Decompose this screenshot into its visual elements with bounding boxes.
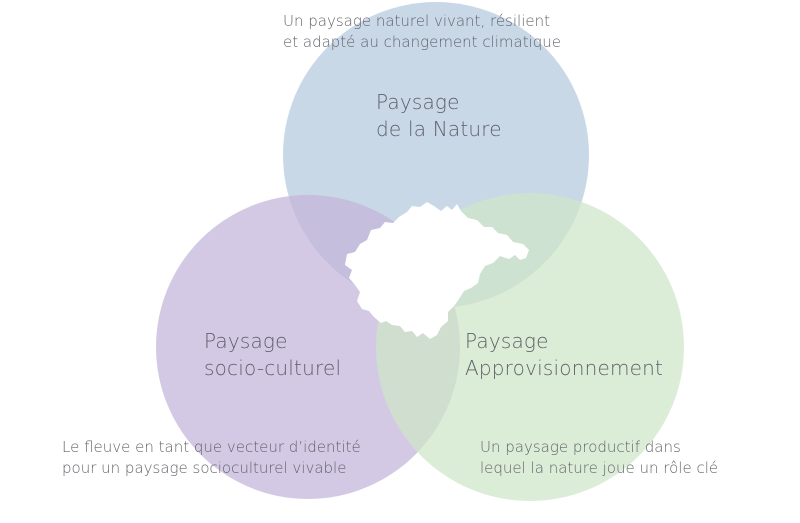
region-map-icon xyxy=(345,202,529,339)
nature-caption-line-1: Un paysage naturel vivant, résilient xyxy=(283,12,550,30)
nature-caption: Un paysage naturel vivant, résilient et … xyxy=(283,11,561,53)
approvisionnement-title-line-2: Approvisionnement xyxy=(465,356,664,380)
nature-title-line-1: Paysage xyxy=(376,90,460,114)
socio-culturel-caption-line-2: pour un paysage socioculturel vivable xyxy=(62,459,347,477)
approvisionnement-caption: Un paysage productif dans lequel la natu… xyxy=(480,437,718,479)
socio-culturel-title: Paysage socio-culturel xyxy=(204,328,341,382)
nature-title-line-2: de la Nature xyxy=(376,117,502,141)
approvisionnement-title-line-1: Paysage xyxy=(465,329,549,353)
nature-title: Paysage de la Nature xyxy=(376,89,502,143)
approvisionnement-title: Paysage Approvisionnement xyxy=(465,328,663,382)
approvisionnement-caption-line-1: Un paysage productif dans xyxy=(480,438,681,456)
socio-culturel-title-line-1: Paysage xyxy=(204,329,288,353)
socio-culturel-title-line-2: socio-culturel xyxy=(204,356,342,380)
socio-culturel-caption: Le fleuve en tant que vecteur d’identité… xyxy=(62,437,361,479)
approvisionnement-caption-line-2: lequel la nature joue un rôle clé xyxy=(480,459,719,477)
nature-caption-line-2: et adapté au changement climatique xyxy=(283,33,562,51)
socio-culturel-caption-line-1: Le fleuve en tant que vecteur d’identité xyxy=(62,438,361,456)
